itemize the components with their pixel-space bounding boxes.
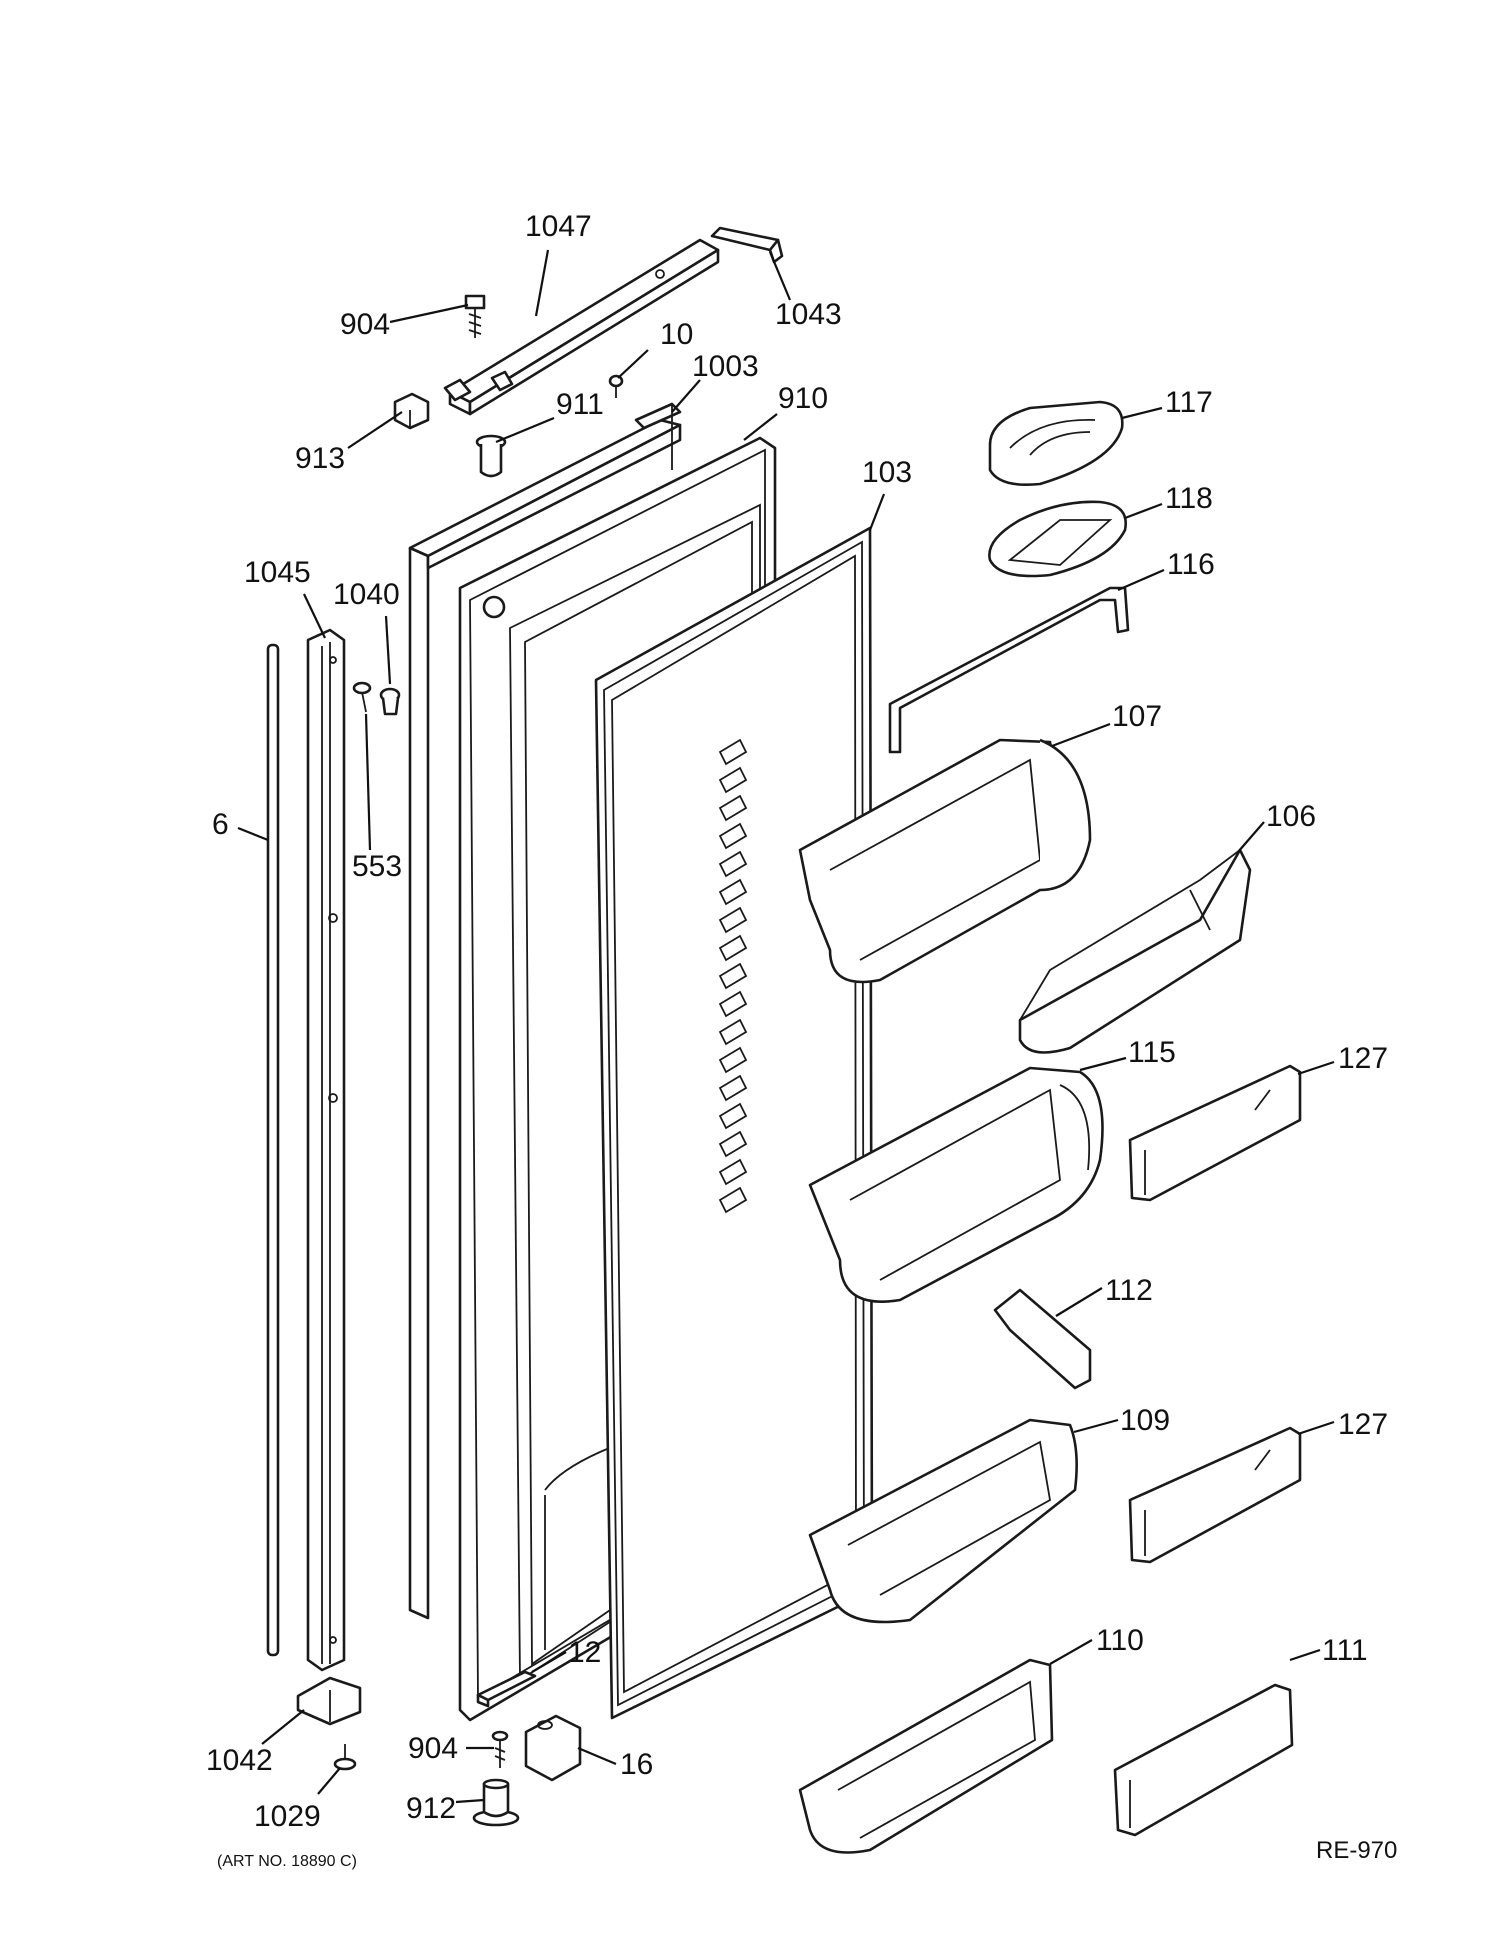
door-shelf-rail-116 xyxy=(888,586,1130,754)
callout-1043: 1043 xyxy=(775,298,842,331)
door-top-trim-1003 xyxy=(634,402,682,470)
bin-end-cap-111 xyxy=(1113,1683,1294,1837)
hinge-pin-12 xyxy=(476,1670,537,1708)
door-bin-110 xyxy=(798,1658,1054,1854)
bottom-bolt-904 xyxy=(491,1730,509,1768)
callout-911: 911 xyxy=(556,388,604,421)
callout-913: 913 xyxy=(295,442,345,475)
bottom-hinge-16 xyxy=(524,1714,582,1782)
callout-10: 10 xyxy=(660,318,693,351)
callout-127-upper: 127 xyxy=(1338,1042,1388,1075)
bushing-911 xyxy=(475,434,507,478)
callout-103: 103 xyxy=(862,456,912,489)
callout-112: 112 xyxy=(1105,1274,1153,1307)
top-hinge-bracket-1047 xyxy=(443,238,720,416)
callout-12: 12 xyxy=(568,1636,601,1669)
callout-111: 111 xyxy=(1322,1634,1368,1667)
callout-labels: 1047 1043 904 10 1003 910 911 913 117 10… xyxy=(206,210,1388,1833)
art-number: (ART NO. 18890 C) xyxy=(217,1853,357,1870)
screw-1029 xyxy=(333,1744,357,1771)
callout-1045: 1045 xyxy=(244,556,311,589)
dairy-door-117 xyxy=(988,400,1124,486)
bin-end-cap-127-lower xyxy=(1128,1426,1302,1564)
leader-lines xyxy=(237,249,1335,1804)
callout-904-top: 904 xyxy=(340,308,390,341)
callout-553: 553 xyxy=(352,850,402,883)
callout-127-lower: 127 xyxy=(1338,1408,1388,1441)
callout-1040: 1040 xyxy=(333,578,400,611)
shelf-support-ribs xyxy=(718,738,748,1214)
callout-110: 110 xyxy=(1096,1624,1144,1657)
bin-end-cap-127-upper xyxy=(1128,1064,1302,1202)
callout-115: 115 xyxy=(1128,1036,1176,1069)
callout-16: 16 xyxy=(620,1748,653,1781)
callout-117: 117 xyxy=(1165,386,1213,419)
callout-912: 912 xyxy=(406,1792,456,1825)
door-seal-strip-6 xyxy=(266,643,280,1657)
divider-112 xyxy=(993,1288,1092,1390)
screw-553 xyxy=(352,681,372,713)
callout-116: 116 xyxy=(1167,548,1215,581)
bushing-912 xyxy=(472,1778,520,1827)
callout-118: 118 xyxy=(1165,482,1213,515)
callout-106: 106 xyxy=(1266,800,1316,833)
callout-904-bottom: 904 xyxy=(408,1732,458,1765)
callout-6: 6 xyxy=(212,808,229,841)
plug-1040 xyxy=(379,687,401,716)
hinge-bolt-904-top xyxy=(464,294,486,338)
door-bin-109 xyxy=(808,1418,1078,1624)
callout-1042: 1042 xyxy=(206,1744,273,1777)
bin-shelf-106 xyxy=(1018,848,1252,1054)
bracket-1042 xyxy=(296,1676,362,1726)
callout-109: 109 xyxy=(1120,1404,1170,1437)
door-bin-107 xyxy=(798,738,1092,984)
callout-107: 107 xyxy=(1112,700,1162,733)
hinge-shim-913 xyxy=(393,392,430,430)
callout-910: 910 xyxy=(778,382,828,415)
callout-1003: 1003 xyxy=(692,350,759,383)
screw-10 xyxy=(608,374,624,398)
drawing-code: RE-970 xyxy=(1316,1837,1397,1864)
door-handle-trim-1045 xyxy=(306,628,346,1672)
callout-1047: 1047 xyxy=(525,210,592,243)
callout-1029: 1029 xyxy=(254,1800,321,1833)
dairy-bin-118 xyxy=(988,500,1127,578)
door-bin-115 xyxy=(808,1066,1104,1303)
